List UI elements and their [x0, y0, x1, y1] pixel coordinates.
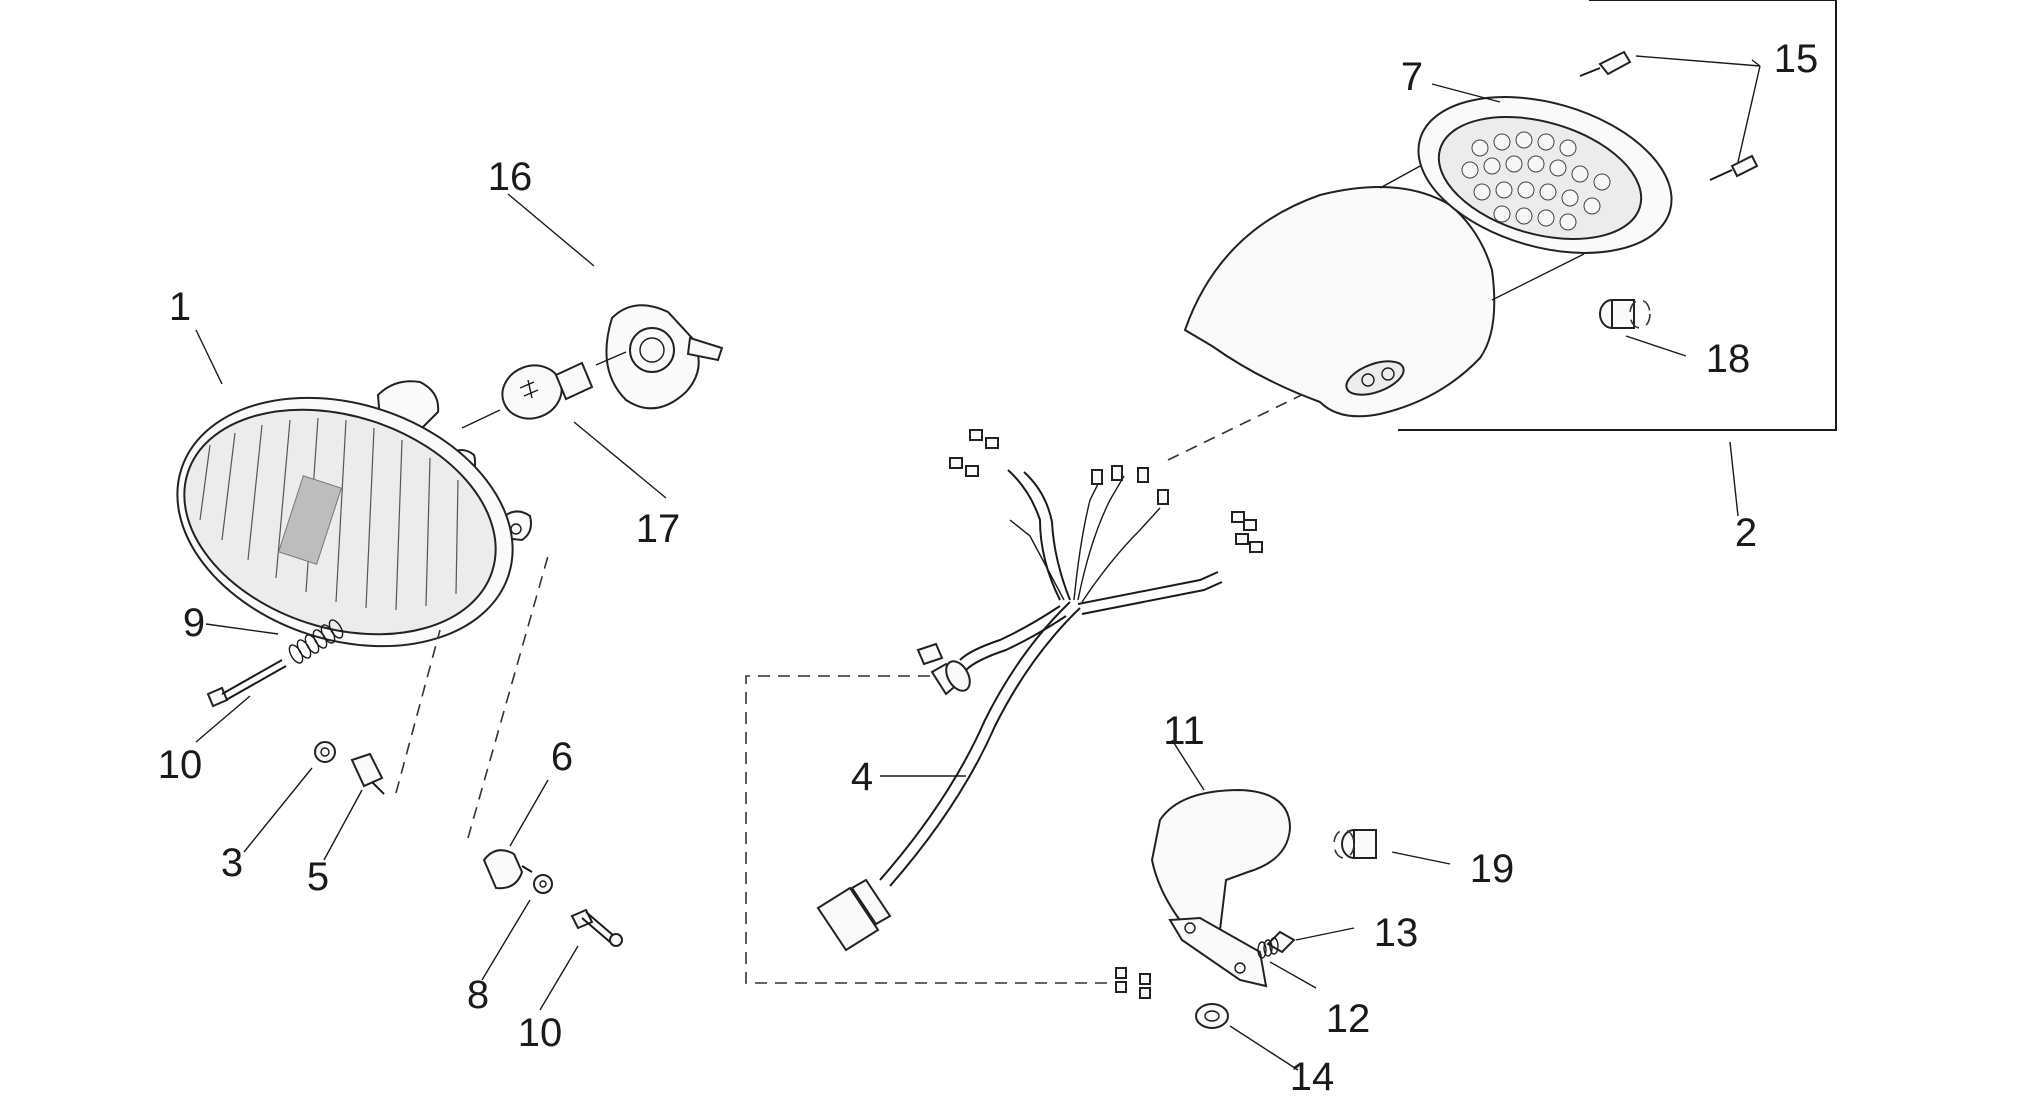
callout-18: 18 — [1706, 337, 1751, 381]
bulb-holder — [605, 304, 724, 410]
plate-bolt — [1257, 930, 1296, 959]
license-light — [1150, 788, 1292, 988]
callout-1: 1 — [169, 285, 191, 329]
nut-and-bolt — [314, 741, 385, 795]
headlight-bulb — [501, 361, 594, 420]
callout-5: 5 — [307, 855, 329, 899]
callout-6: 6 — [551, 735, 573, 779]
callout-8: 8 — [467, 973, 489, 1017]
plate-bulb — [1333, 829, 1377, 859]
callout-10b: 10 — [518, 1011, 563, 1055]
leader-lines — [195, 55, 1761, 1071]
screw-and-spring — [206, 619, 344, 708]
callout-4: 4 — [851, 755, 873, 799]
callout-2: 2 — [1735, 511, 1757, 555]
callout-15: 15 — [1774, 37, 1819, 81]
plate-nut — [1195, 1003, 1229, 1029]
callout-11: 11 — [1163, 709, 1205, 753]
callout-13: 13 — [1374, 911, 1419, 955]
callout-7: 7 — [1401, 55, 1423, 99]
callout-labels: 1 2 3 4 5 6 7 8 9 10 10 11 12 13 14 15 1… — [158, 37, 1819, 1096]
callout-17: 17 — [636, 507, 681, 551]
taillight-housing — [1183, 186, 1496, 418]
side-bulb — [482, 849, 623, 947]
wiring-harness — [816, 429, 1263, 952]
callout-3: 3 — [221, 841, 243, 885]
callout-12: 12 — [1326, 997, 1371, 1041]
callout-14: 14 — [1290, 1055, 1335, 1091]
tail-bulb — [1599, 299, 1651, 329]
callout-19: 19 — [1470, 847, 1515, 891]
headlight-assembly — [176, 380, 532, 648]
callout-10a: 10 — [158, 743, 203, 787]
taillight-lens — [1417, 96, 1673, 254]
callout-16: 16 — [488, 155, 533, 199]
lens-screws — [1579, 50, 1759, 181]
callout-9: 9 — [183, 601, 205, 645]
